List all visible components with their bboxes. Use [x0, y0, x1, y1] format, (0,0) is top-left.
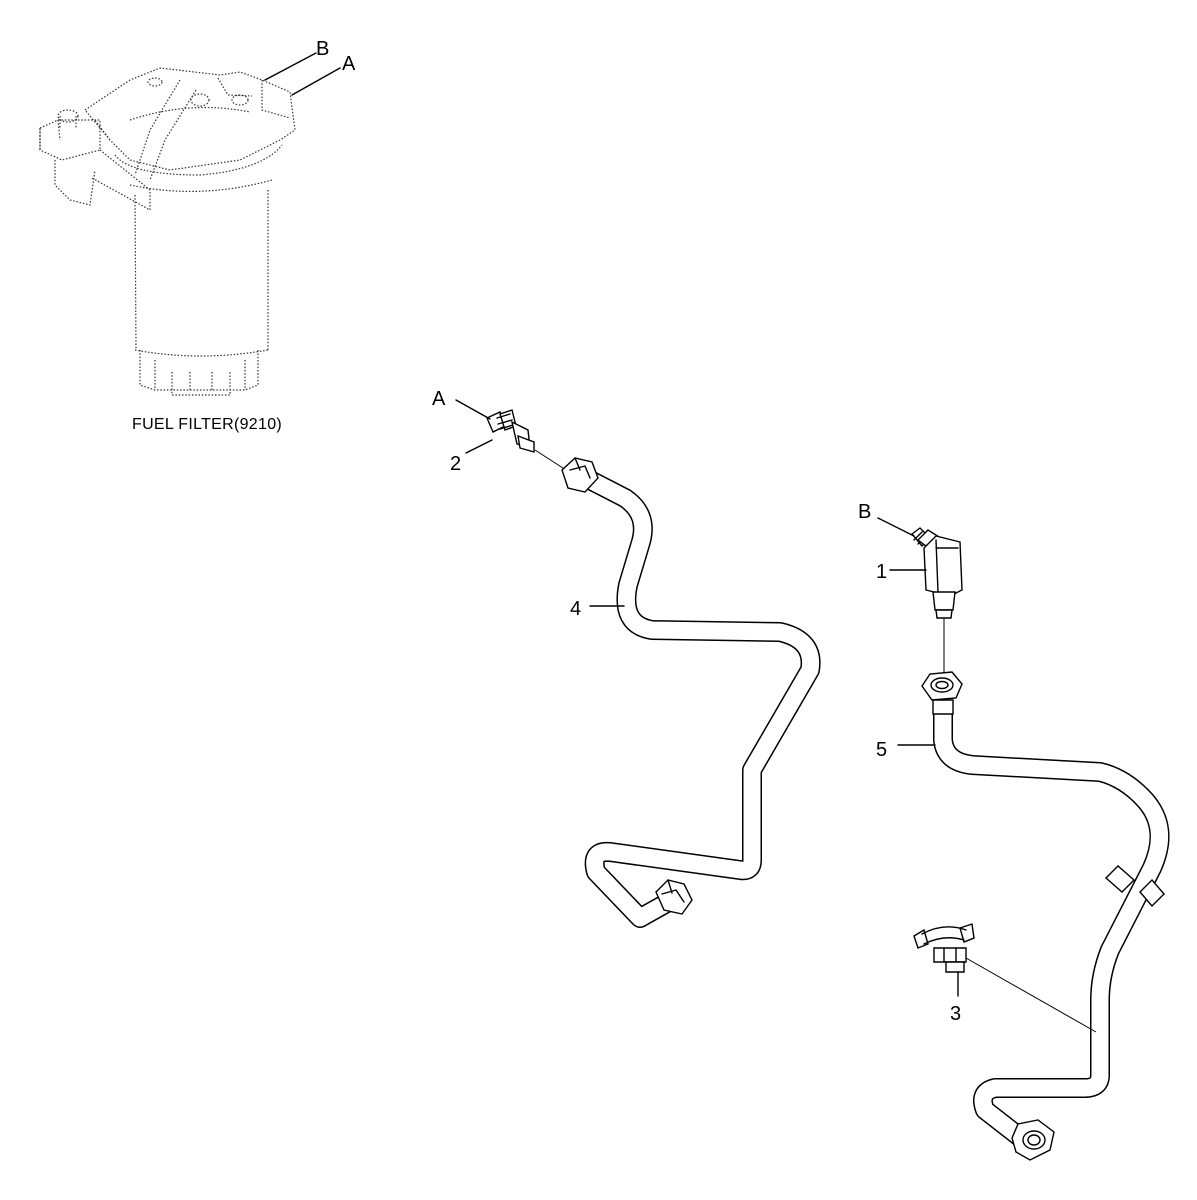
callout-b-label: B	[858, 501, 871, 523]
callout-2-label: 2	[450, 453, 461, 475]
fuel-pipe-item-5	[921, 671, 1170, 1161]
fuel-filter-caption: FUEL FILTER(9210)	[132, 416, 282, 433]
fuel-pipe-item-4	[561, 457, 821, 928]
callout-4-label: 4	[570, 598, 581, 620]
port-b-leader	[264, 52, 317, 81]
assembly-line-2-4	[534, 449, 567, 471]
callout-2-leader	[465, 439, 493, 454]
connector-item-2	[486, 409, 535, 453]
callout-a-label: A	[432, 388, 446, 410]
port-b-label: B	[316, 38, 329, 60]
assembly-line-3-5	[965, 957, 1097, 1033]
port-a-label: A	[342, 53, 356, 75]
callout-5-label: 5	[876, 739, 887, 761]
callout-b-leader	[877, 517, 915, 537]
port-a-leader	[291, 67, 341, 96]
callout-3-label: 3	[950, 1003, 961, 1025]
callout-1-label: 1	[876, 561, 887, 583]
clamp-item-3	[913, 923, 975, 973]
callout-a-leader	[455, 399, 491, 420]
fuel-filter-drawing	[39, 67, 296, 396]
elbow-connector-item-1	[910, 527, 963, 619]
